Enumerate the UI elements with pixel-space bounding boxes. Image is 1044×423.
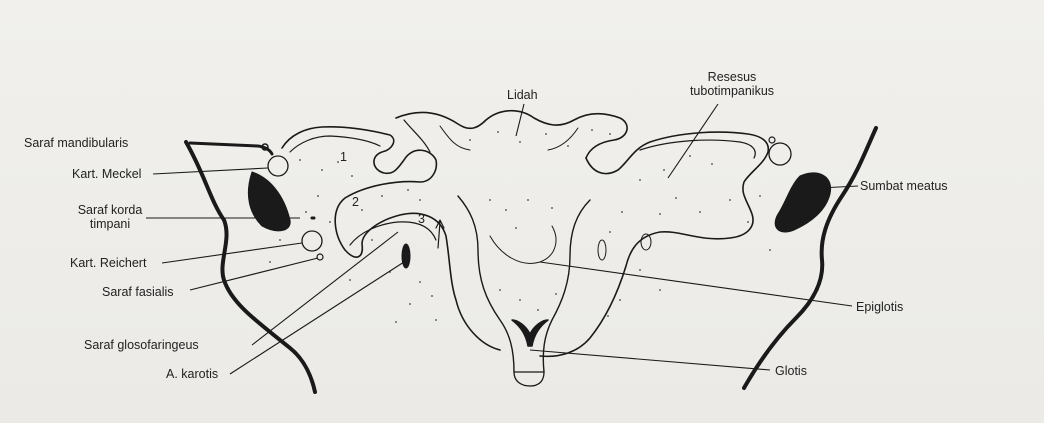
pharynx-left-outline — [282, 127, 500, 350]
label-resesus-line2: tubotimpanikus — [672, 84, 792, 98]
leader-resesus — [668, 104, 718, 178]
leader-glotis — [530, 350, 770, 370]
right-circle-e — [769, 143, 791, 165]
tongue-left-fold — [404, 120, 430, 152]
arch-number-1: 1 — [340, 150, 347, 164]
label-a-karotis: A. karotis — [166, 367, 218, 381]
label-kart-meckel: Kart. Meckel — [72, 167, 141, 181]
pharynx-right-outline-inner — [640, 140, 755, 158]
reichert-cartilage — [302, 231, 322, 251]
leader-saraf-glosofaringeus — [252, 232, 398, 345]
left-small-oval — [402, 244, 410, 268]
label-epiglotis: Epiglotis — [856, 300, 903, 314]
meckel-cartilage — [268, 156, 288, 176]
label-lidah: Lidah — [507, 88, 538, 102]
label-resesus-tubotimpanikus: Resesus tubotimpanikus — [672, 70, 792, 98]
larynx-left-wall — [458, 196, 514, 372]
right-outer-wall — [744, 128, 876, 388]
right-small-oval — [598, 240, 606, 260]
label-kart-reichert: Kart. Reichert — [70, 256, 146, 270]
label-saraf-korda: Saraf korda timpani — [74, 203, 146, 231]
label-glotis: Glotis — [775, 364, 807, 378]
epiglottis-bulge — [490, 226, 556, 263]
label-saraf-korda-line1: Saraf korda — [74, 203, 146, 217]
facial-nerve-dot — [317, 254, 323, 260]
leader-kart-meckel — [153, 168, 268, 174]
tongue-outline — [396, 111, 627, 158]
label-resesus-line1: Resesus — [672, 70, 792, 84]
pharynx-right-outline — [540, 132, 768, 356]
tongue-inner-right — [548, 128, 578, 150]
arrow-3 — [436, 220, 444, 248]
label-saraf-fasialis: Saraf fasialis — [102, 285, 174, 299]
arch-number-2: 2 — [352, 195, 359, 209]
leader-kart-reichert — [162, 243, 302, 263]
right-small-dot — [769, 137, 775, 143]
arch-number-3: 3 — [418, 212, 425, 226]
label-saraf-glosofaringeus: Saraf glosofaringeus — [84, 338, 199, 352]
leader-lidah — [516, 104, 524, 136]
pharynx-left-outline-inner — [290, 136, 380, 152]
trachea-stub — [514, 372, 544, 386]
label-saraf-mandibularis: Saraf mandibularis — [24, 136, 128, 150]
left-dark-mass — [248, 172, 290, 231]
right-dark-mass — [775, 173, 830, 232]
label-sumbat-meatus: Sumbat meatus — [860, 179, 948, 193]
leader-saraf-fasialis — [190, 258, 318, 290]
glottis-mark — [512, 320, 548, 346]
tongue-inner-left — [440, 126, 470, 150]
larynx-right-wall — [543, 200, 590, 372]
mandibular-nerve-line — [190, 143, 272, 154]
label-saraf-korda-line2: timpani — [74, 217, 146, 231]
leader-epiglotis — [540, 262, 852, 306]
